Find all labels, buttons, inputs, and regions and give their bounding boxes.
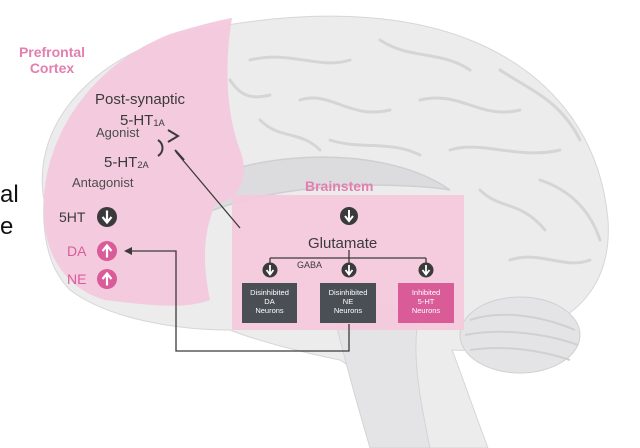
cropped-text-line2: e (0, 213, 14, 240)
ne-up-arrow-icon (97, 269, 117, 289)
synapse-icon (157, 129, 185, 161)
da-neuron-text: Disinhibited DA Neurons (242, 288, 297, 315)
region-label-line1: Prefrontal (18, 44, 86, 60)
ne-neuron-text: Disinhibited NE Neurons (320, 288, 376, 315)
ne-neuron-line1: Disinhibited (328, 288, 368, 297)
5ht-branch-down-arrow-icon (418, 262, 434, 278)
ne-neuron-box (320, 283, 376, 323)
ne-neuron-line3: Neurons (333, 306, 363, 315)
prefrontal-cortex-label: Prefrontal Cortex (8, 44, 96, 76)
brainstem-down-arrow-icon (340, 207, 358, 225)
receptor2-name: 5-HT (104, 154, 138, 171)
da-neuron-line2: DA (264, 297, 275, 306)
da-neuron-box (242, 283, 297, 323)
prefrontal-region (43, 18, 244, 306)
projection-line (175, 151, 241, 229)
gyri-lines (228, 38, 602, 265)
5ht-neuron-line3: Neurons (411, 306, 441, 315)
receptor1-name: 5-HT (120, 112, 154, 129)
region-label-line2: Cortex (29, 60, 75, 76)
brainstem-trunk (329, 299, 431, 448)
receptor2-label: 5-HT2A (104, 155, 149, 170)
feedback-loop-line (128, 250, 350, 352)
cerebellum (459, 296, 581, 374)
output-5ht-label: 5HT (59, 209, 86, 225)
feedback-arrowhead (124, 247, 132, 255)
cropped-text-line1: al (0, 181, 19, 208)
output-ne-label: NE (67, 271, 87, 287)
da-neuron-line1: Disinhibited (250, 288, 289, 297)
output-da-label: DA (67, 243, 87, 259)
postsynaptic-title: Post-synaptic (95, 91, 186, 108)
5ht-neuron-box (398, 283, 454, 323)
receptor1-role: Agonist (96, 125, 140, 140)
receptor1-label: 5-HT1A (120, 113, 165, 128)
receptor1-subscript: 1A (153, 118, 165, 128)
gaba-label: GABA (297, 260, 323, 270)
5ht-neuron-line1: Inhibited (411, 288, 441, 297)
da-up-arrow-icon (97, 241, 117, 261)
brainstem-title: Brainstem (305, 178, 374, 194)
5ht-neuron-line2: 5-HT (417, 297, 435, 306)
5ht-neuron-text: Inhibited 5-HT Neurons (398, 288, 454, 315)
ne-neuron-line2: NE (342, 297, 354, 306)
ne-branch-down-arrow-icon (341, 262, 357, 278)
5ht-down-arrow-icon (97, 207, 117, 227)
glutamate-branches (269, 250, 427, 263)
da-neuron-line3: Neurons (255, 306, 284, 315)
receptor2-role: Antagonist (72, 175, 134, 190)
da-branch-down-arrow-icon (262, 262, 278, 278)
receptor2-subscript: 2A (137, 160, 149, 170)
glutamate-label: Glutamate (308, 235, 378, 252)
